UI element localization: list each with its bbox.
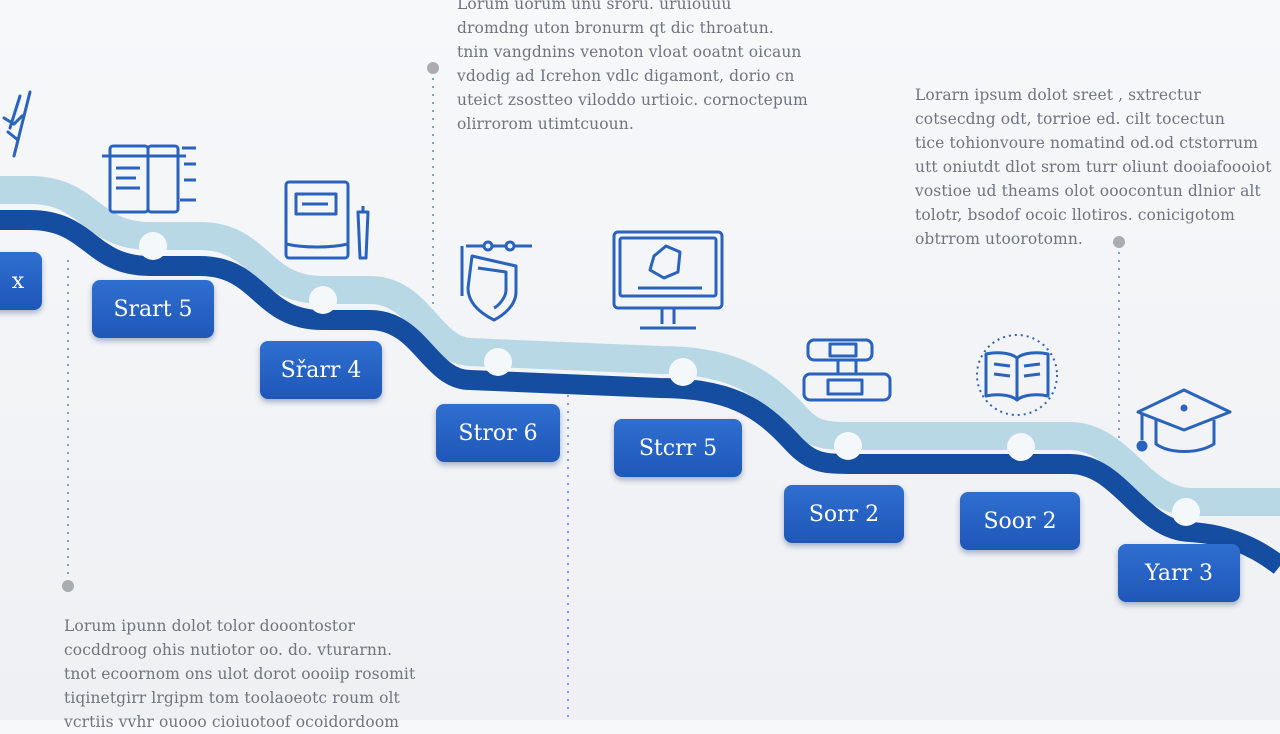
text-line: vcrtiis vvhr ouooo cioiuotoof ocoidordoo…	[64, 713, 400, 731]
step-label: Stcrr 5	[614, 419, 742, 477]
text-line: tnin vangdnins venoton vloat ooatnt oica…	[457, 43, 802, 61]
shield-icon	[460, 240, 532, 322]
text-block-bottom-left: Lorum ipunn dolot tolor dooontostor cocd…	[64, 614, 415, 734]
text-line: Lorarn ipsum dolot sreet , sxtrectur	[915, 86, 1201, 104]
timeline-node	[669, 358, 697, 386]
guide-dot	[62, 580, 74, 592]
timeline-node	[1172, 498, 1200, 526]
graduation-cap-icon	[1136, 388, 1232, 453]
timeline-node	[309, 286, 337, 314]
step-label: x	[0, 252, 42, 310]
guide-dot	[427, 62, 439, 74]
timeline-node	[834, 432, 862, 460]
step-label: Stror 6	[436, 404, 560, 462]
timeline-node	[484, 348, 512, 376]
text-line: Lorum uorum unu sroru. uruiouuu	[457, 0, 732, 13]
guide-dot	[1113, 236, 1125, 248]
step-label: Srart 5	[92, 280, 214, 338]
timeline-nodes	[139, 232, 1200, 526]
text-line: tnot ecoornom ons ulot dorot oooiip roso…	[64, 665, 416, 683]
text-line: uteict zsostteo viloddo urtioic. cornoct…	[457, 91, 808, 109]
books-icon	[102, 144, 196, 214]
timeline-node	[1007, 433, 1035, 461]
step-label: Sřarr 4	[260, 341, 382, 399]
step-label: Soor 2	[960, 492, 1080, 550]
text-line: vostioe ud theams olot ooocontun dlnior …	[915, 182, 1261, 200]
text-line: tiqinetgirr lrgipm tom toolaoeotc roum o…	[64, 689, 400, 707]
text-line: tice tohionvoure nomatind od.od ctstorru…	[915, 134, 1259, 152]
step-label: Yarr 3	[1118, 544, 1240, 602]
text-block-top-center: Lorum uorum unu sroru. uruiouuu dromdng …	[457, 0, 808, 136]
text-line: tolotr, bsodof ocoic llotiros. conicigot…	[915, 206, 1235, 224]
timeline-node	[139, 232, 167, 260]
text-line: cocddroog ohis nutiotor oo. do. vturarnn…	[64, 641, 393, 659]
text-line: vdodig ad Icrehon vdlc digamont, dorio c…	[457, 67, 795, 85]
text-line: dromdng uton bronurm qt dic throatun.	[457, 19, 774, 37]
stacked-books-icon	[802, 338, 892, 402]
tools-icon	[2, 90, 32, 158]
book-pencil-icon	[284, 180, 370, 260]
text-line: utt oniutdt dlot srom turr oliunt dooiaf…	[915, 158, 1272, 176]
open-book-icon	[976, 334, 1058, 416]
text-line: Lorum ipunn dolot tolor dooontostor	[64, 617, 356, 635]
text-block-top-right: Lorarn ipsum dolot sreet , sxtrectur cot…	[915, 83, 1272, 251]
monitor-icon	[612, 230, 724, 330]
text-line: cotsecdng odt, torrioe ed. cilt tocectun	[915, 110, 1225, 128]
text-line: obtrrom utoorotomn.	[915, 230, 1083, 248]
step-label: Sorr 2	[784, 485, 904, 543]
path-dark-band	[0, 210, 1280, 574]
text-line: olirrorom utimtcuoun.	[457, 115, 634, 133]
guide-lines	[62, 62, 1125, 720]
